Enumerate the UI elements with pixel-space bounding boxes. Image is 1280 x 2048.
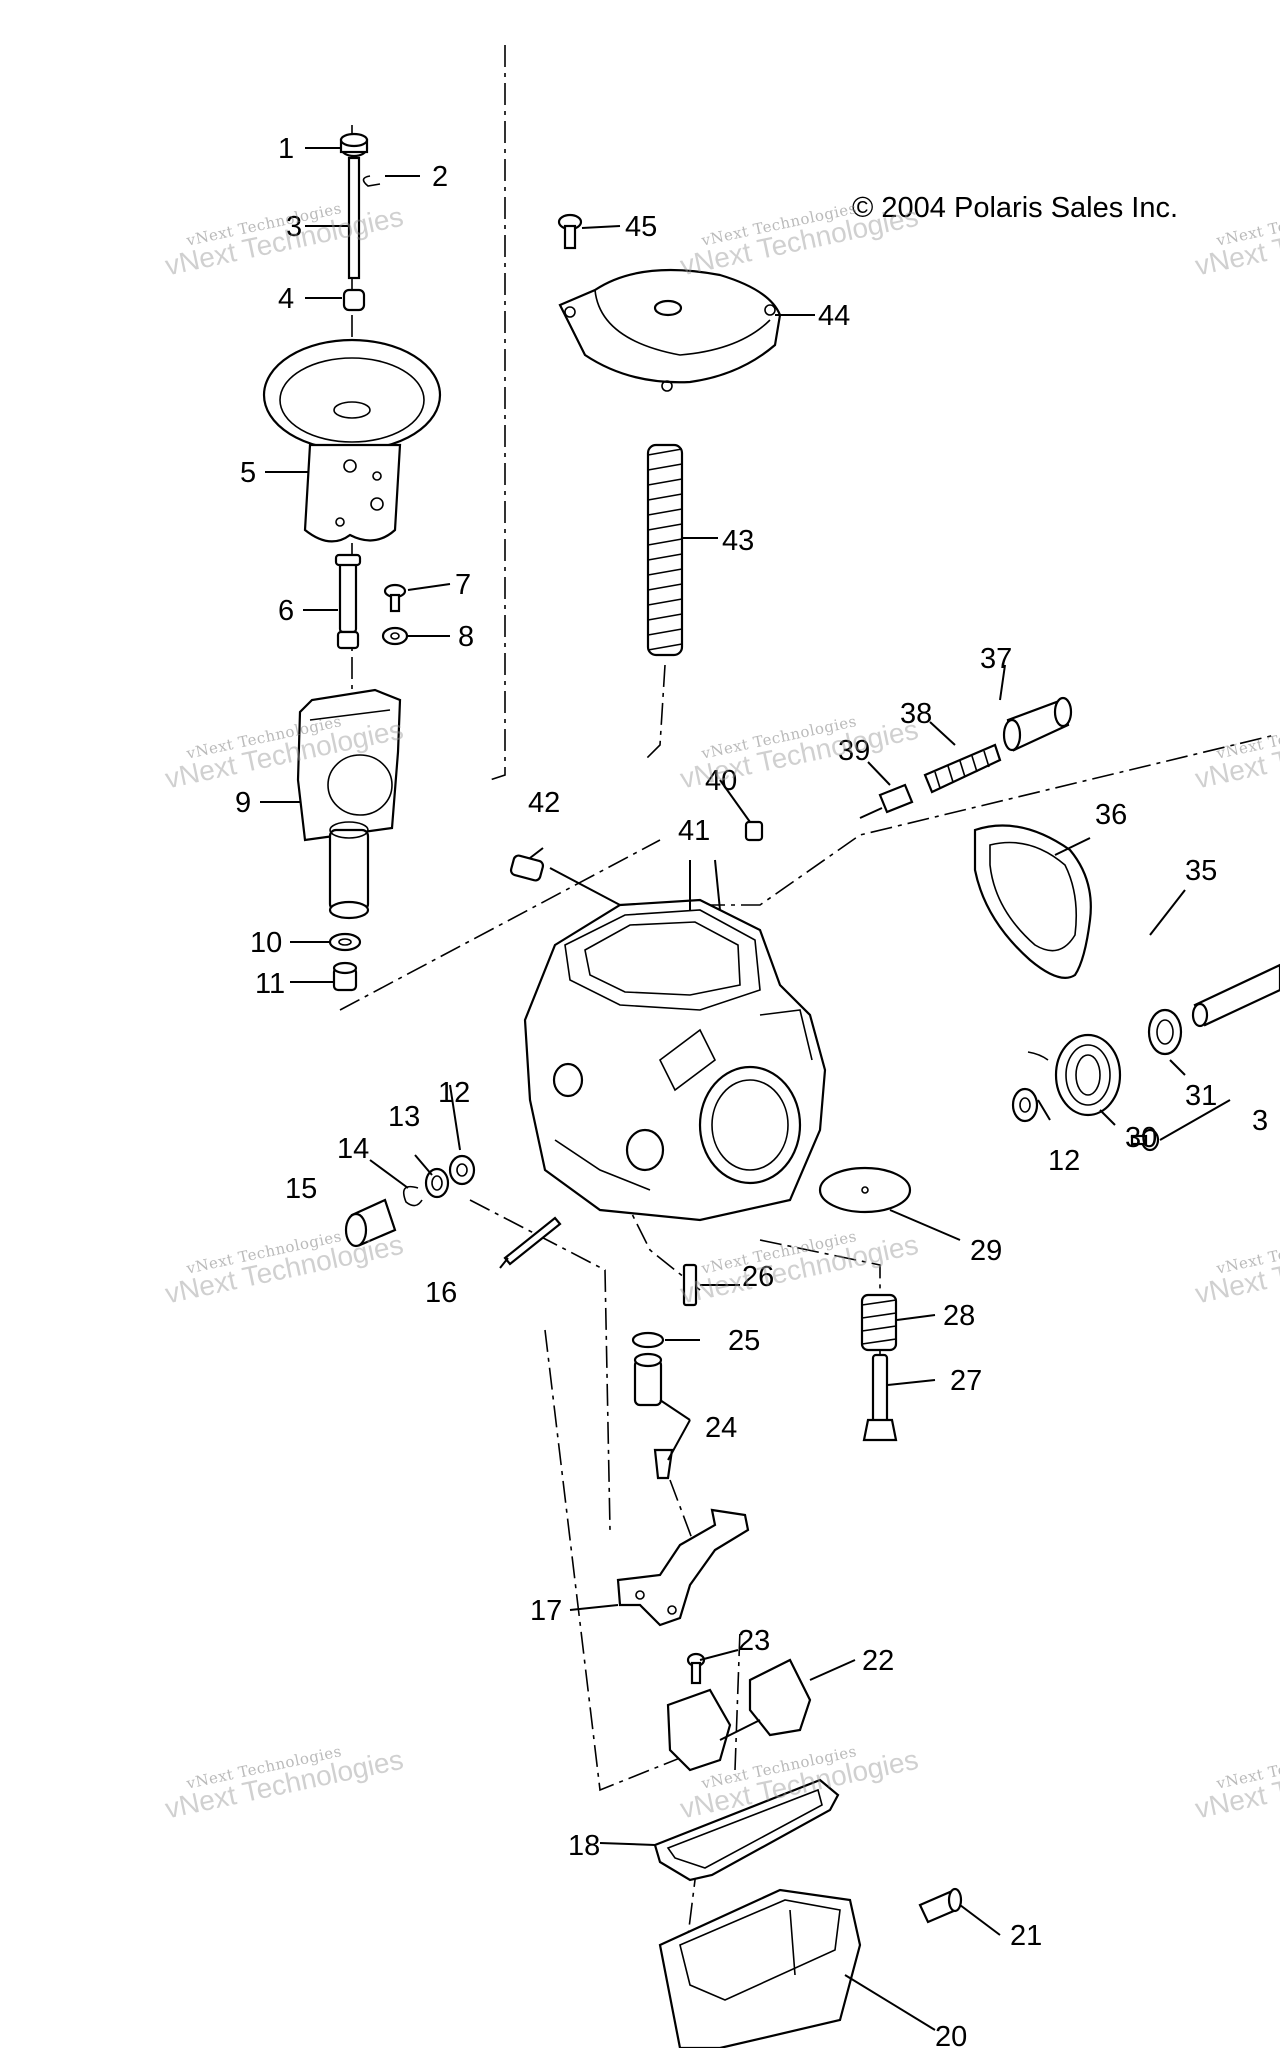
part-16-pin [503, 1216, 562, 1266]
callout-22: 22 [862, 1645, 894, 1677]
part-18-gasket [653, 1778, 840, 1882]
part-39-screw [859, 783, 914, 819]
callout-38: 38 [900, 698, 932, 730]
callout-45: 45 [625, 211, 657, 243]
callout-7: 7 [455, 569, 471, 601]
callout-27: 27 [950, 1365, 982, 1397]
part-23-screw [686, 1652, 706, 1685]
callout-39: 39 [838, 735, 870, 767]
part-40-fitting [744, 820, 764, 842]
part-29-plate [818, 1166, 912, 1214]
part-44-cover [558, 268, 782, 392]
part-21-screw [918, 1887, 963, 1924]
part-45-screw [557, 213, 583, 250]
part-8-washer [381, 626, 409, 646]
part-7-screw [383, 583, 407, 613]
part-35-screw [1130, 1128, 1160, 1152]
part-12-washer-right [1011, 1087, 1039, 1123]
callout-24: 24 [705, 1412, 737, 1444]
callout-12-right: 12 [1048, 1145, 1080, 1177]
part-2-clip [362, 175, 381, 187]
part-3-needle [347, 156, 361, 280]
callout-3: 3 [286, 211, 302, 243]
part-12-washer-left [448, 1154, 476, 1186]
callout-43: 43 [722, 525, 754, 557]
callout-4: 4 [278, 283, 294, 315]
callout-20: 20 [935, 2021, 967, 2048]
callout-36: 36 [1095, 799, 1127, 831]
callout-partial-3: 3 [1252, 1105, 1268, 1137]
callout-31: 31 [1185, 1080, 1217, 1112]
part-5-diaphragm-piston [262, 338, 442, 543]
callout-16: 16 [425, 1277, 457, 1309]
callout-13: 13 [388, 1101, 420, 1133]
part-37-cap [1002, 696, 1073, 752]
part-28-spring [860, 1293, 898, 1352]
callout-1: 1 [278, 133, 294, 165]
part-36-cover [973, 824, 1092, 979]
part-30-spring [1027, 1033, 1122, 1117]
callout-17: 17 [530, 1595, 562, 1627]
callout-12-left: 12 [438, 1077, 470, 1109]
callout-21: 21 [1010, 1920, 1042, 1952]
callout-9: 9 [235, 787, 251, 819]
part-13-ring [424, 1167, 450, 1199]
part-27-screw [862, 1353, 898, 1442]
part-shaft [1191, 963, 1280, 1028]
part-10-ring [328, 932, 362, 952]
callout-6: 6 [278, 595, 294, 627]
callout-labels: 1 2 3 4 5 6 7 8 9 10 11 12 13 14 15 16 1… [235, 133, 1268, 2048]
callout-14: 14 [337, 1133, 369, 1165]
callout-41: 41 [678, 815, 710, 847]
callout-8: 8 [458, 621, 474, 653]
part-9-slide-valve [296, 688, 402, 920]
callout-5: 5 [240, 457, 256, 489]
part-43-spring [646, 443, 684, 657]
callout-40: 40 [705, 765, 737, 797]
copyright-text: © 2004 Polaris Sales Inc. [852, 192, 1179, 224]
part-17-bracket [616, 1508, 750, 1627]
part-42-plug [509, 854, 545, 882]
part-25-oring [631, 1331, 665, 1349]
part-4-spacer [342, 288, 366, 312]
callout-42: 42 [528, 787, 560, 819]
callout-28: 28 [943, 1300, 975, 1332]
callout-29: 29 [970, 1235, 1002, 1267]
callout-26: 26 [742, 1261, 774, 1293]
callout-10: 10 [250, 927, 282, 959]
callout-2: 2 [432, 161, 448, 193]
callout-18: 18 [568, 1830, 600, 1862]
callout-15: 15 [285, 1173, 317, 1205]
leader-lines [260, 147, 1231, 2031]
callout-25: 25 [728, 1325, 760, 1357]
part-41-carburetor-body [523, 898, 827, 1222]
part-38-spring [923, 743, 1002, 794]
callout-30: 30 [1125, 1122, 1157, 1154]
callout-44: 44 [818, 300, 850, 332]
callout-35: 35 [1185, 855, 1217, 887]
callout-11: 11 [255, 968, 285, 1000]
part-1-nut [339, 132, 369, 158]
part-14-clip [402, 1185, 423, 1207]
part-6-rod [334, 553, 362, 650]
part-31-bushing [1147, 1008, 1183, 1056]
part-15-cap [344, 1198, 397, 1248]
callout-23: 23 [738, 1625, 770, 1657]
part-20-float-bowl [658, 1888, 862, 2048]
part-26-screw [682, 1263, 698, 1307]
callout-37: 37 [980, 643, 1012, 675]
part-24-needle-valve [633, 1352, 674, 1480]
part-11-jet [332, 961, 358, 992]
part-22-float [666, 1658, 812, 1772]
